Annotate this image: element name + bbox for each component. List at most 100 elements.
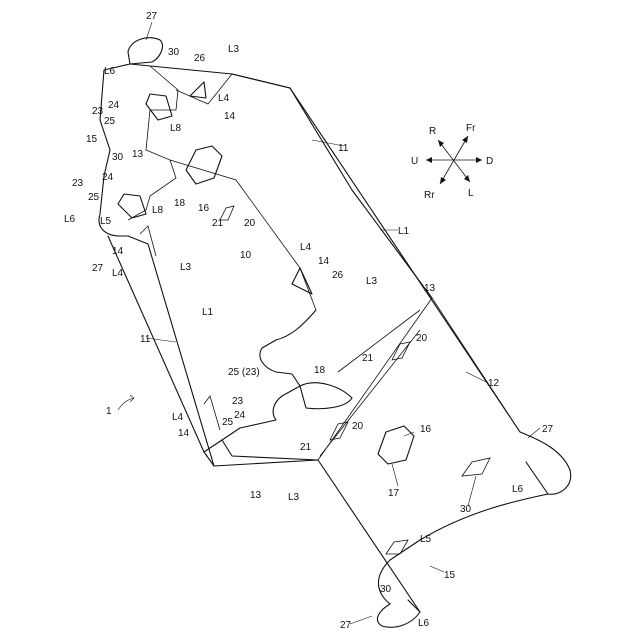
label-l13a: 13 bbox=[132, 149, 144, 160]
label-l25c: 25 (23) bbox=[228, 367, 260, 378]
tab-16-upper bbox=[186, 146, 222, 184]
label-l21a: 21 bbox=[212, 218, 224, 229]
label-l13b: 13 bbox=[424, 283, 436, 294]
label-l5a: L5 bbox=[100, 216, 112, 227]
label-l3a: L3 bbox=[228, 44, 240, 55]
triangle-26-lower bbox=[292, 268, 312, 294]
compass-label-d: D bbox=[486, 156, 493, 167]
tab-24-upper bbox=[146, 94, 172, 120]
label-l11a: 11 bbox=[338, 143, 349, 154]
label-l3c: L3 bbox=[366, 276, 378, 287]
label-l23b: 23 bbox=[72, 178, 84, 189]
label-l1a: L1 bbox=[398, 226, 410, 237]
label-l15b: 15 bbox=[444, 570, 456, 581]
arrow-l-icon bbox=[464, 175, 470, 182]
arrow-u-icon bbox=[426, 157, 432, 163]
arrow-d-icon bbox=[476, 157, 482, 163]
mid-cut-18 bbox=[300, 383, 352, 409]
label-l21c: 21 bbox=[300, 442, 312, 453]
label-l23a: 23 bbox=[92, 106, 104, 117]
direction-compass: R Fr U D Rr L bbox=[411, 123, 493, 201]
bottom-left-end-flap bbox=[377, 600, 420, 627]
arrow-rr-icon bbox=[440, 177, 446, 184]
label-l27a: 27 bbox=[146, 11, 158, 22]
label-l20c: 20 bbox=[352, 421, 364, 432]
leader-30c bbox=[468, 476, 476, 506]
leader-11b bbox=[146, 338, 176, 342]
label-l6d: L6 bbox=[418, 618, 430, 629]
label-l15a: 15 bbox=[86, 134, 98, 145]
upper-inner-rim bbox=[128, 66, 178, 220]
label-l4d: L4 bbox=[172, 412, 184, 423]
label-l3d: L3 bbox=[288, 492, 300, 503]
label-l6c: L6 bbox=[512, 484, 524, 495]
label-l27c: 27 bbox=[542, 424, 554, 435]
compass-label-r: R bbox=[429, 126, 436, 137]
label-l1b: L1 bbox=[202, 307, 214, 318]
reference-labels: 27 30 26 L3 L6 L4 L8 14 23 24 25 15 13 1… bbox=[64, 11, 554, 631]
label-l10: 10 bbox=[240, 250, 252, 261]
ref-1-arrow bbox=[118, 398, 134, 410]
floor-inner-2 bbox=[338, 310, 420, 372]
label-l27b: 27 bbox=[92, 263, 104, 274]
label-l17: 17 bbox=[388, 488, 400, 499]
bottom-right-end-flap bbox=[520, 432, 571, 494]
slot-30-a bbox=[462, 458, 490, 476]
label-l4b: L4 bbox=[300, 242, 312, 253]
label-l3b: L3 bbox=[180, 262, 192, 273]
label-l25d: 25 bbox=[222, 417, 234, 428]
label-l4a: L4 bbox=[218, 93, 230, 104]
label-l11b: 11 bbox=[140, 334, 151, 345]
right-panel-edge bbox=[232, 74, 290, 88]
label-l5b: L5 bbox=[420, 534, 432, 545]
label-l16b: 16 bbox=[420, 424, 432, 435]
upper-wavy-rim bbox=[99, 64, 130, 236]
label-l24a: 24 bbox=[108, 100, 120, 111]
label-l30a: 30 bbox=[168, 47, 180, 58]
floor-inner bbox=[320, 330, 420, 456]
upper-top-edge bbox=[130, 64, 432, 298]
top-end-flap bbox=[128, 38, 162, 64]
fold-14-left bbox=[204, 396, 220, 430]
label-l4c: L4 bbox=[112, 268, 124, 279]
label-l25b: 25 bbox=[88, 192, 100, 203]
label-l24c: 24 bbox=[234, 410, 246, 421]
compass-rl-axis bbox=[438, 140, 470, 182]
label-l24b: 24 bbox=[102, 172, 114, 183]
leader-27d bbox=[350, 616, 372, 624]
compass-label-fr: Fr bbox=[466, 123, 476, 134]
label-l20b: 20 bbox=[416, 333, 428, 344]
label-l6a: L6 bbox=[104, 66, 116, 77]
label-l1ref: 1 bbox=[106, 406, 112, 417]
label-l18b: 18 bbox=[314, 365, 326, 376]
label-l6b: L6 bbox=[64, 214, 76, 225]
label-l14a: 14 bbox=[224, 111, 236, 122]
compass-label-u: U bbox=[411, 156, 418, 167]
label-l21b: 21 bbox=[362, 353, 374, 364]
arrow-r-icon bbox=[438, 140, 444, 147]
label-l27d: 27 bbox=[340, 620, 352, 631]
leader-27c bbox=[528, 428, 540, 438]
label-l30b: 30 bbox=[112, 152, 124, 163]
left-panel-top bbox=[128, 236, 214, 466]
label-l18a: 18 bbox=[174, 198, 186, 209]
label-l23c: 23 bbox=[232, 396, 244, 407]
leader-15b bbox=[430, 566, 444, 572]
tab-24-mid bbox=[118, 194, 146, 218]
label-l8b: L8 bbox=[152, 205, 164, 216]
label-l25a: 25 bbox=[104, 116, 116, 127]
slot-30-b bbox=[386, 540, 408, 554]
label-l13c: 13 bbox=[250, 490, 262, 501]
arrow-fr-icon bbox=[462, 136, 468, 143]
compass-label-rr: Rr bbox=[424, 190, 435, 201]
label-l26a: 26 bbox=[194, 53, 206, 64]
label-l8a: L8 bbox=[170, 123, 182, 134]
label-l20a: 20 bbox=[244, 218, 256, 229]
label-l12: 12 bbox=[488, 378, 500, 389]
label-l14c: 14 bbox=[112, 246, 124, 257]
fold-14-top bbox=[140, 226, 156, 256]
leader-17 bbox=[392, 464, 398, 486]
label-l30c: 30 bbox=[460, 504, 472, 515]
